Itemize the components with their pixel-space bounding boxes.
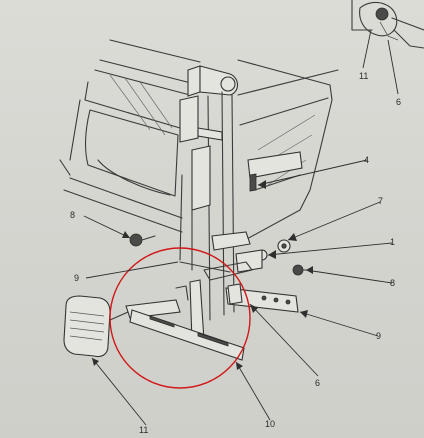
callout-11-top: 11 — [359, 71, 368, 81]
callout-1: 1 — [390, 237, 395, 247]
mounting-plate-right — [225, 283, 299, 313]
callout-6-bottom: 6 — [315, 378, 320, 388]
body-side-panel — [237, 59, 339, 241]
callout-6-top: 6 — [396, 97, 401, 107]
callout-10: 10 — [265, 419, 275, 429]
callout-8-left: 8 — [70, 210, 75, 220]
callout-11-bottom: 11 — [139, 425, 148, 435]
latch-bracket — [247, 151, 303, 192]
hinge-post — [179, 65, 239, 321]
leader-lines — [83, 29, 399, 426]
callout-labels: 11 6 4 7 1 8 9 8 9 6 11 10 — [70, 71, 401, 435]
door-panel — [59, 39, 201, 233]
callout-9-left: 9 — [74, 273, 79, 283]
highlight-circle — [109, 247, 251, 389]
lamp-bracket — [125, 279, 245, 361]
callout-9-right: 9 — [376, 331, 381, 341]
inset-detail — [351, 0, 424, 49]
lamp-housing — [63, 295, 129, 358]
hardware-cluster — [129, 231, 313, 281]
callout-4: 4 — [364, 155, 369, 165]
callout-7: 7 — [378, 196, 383, 206]
callout-8-right: 8 — [390, 278, 395, 288]
